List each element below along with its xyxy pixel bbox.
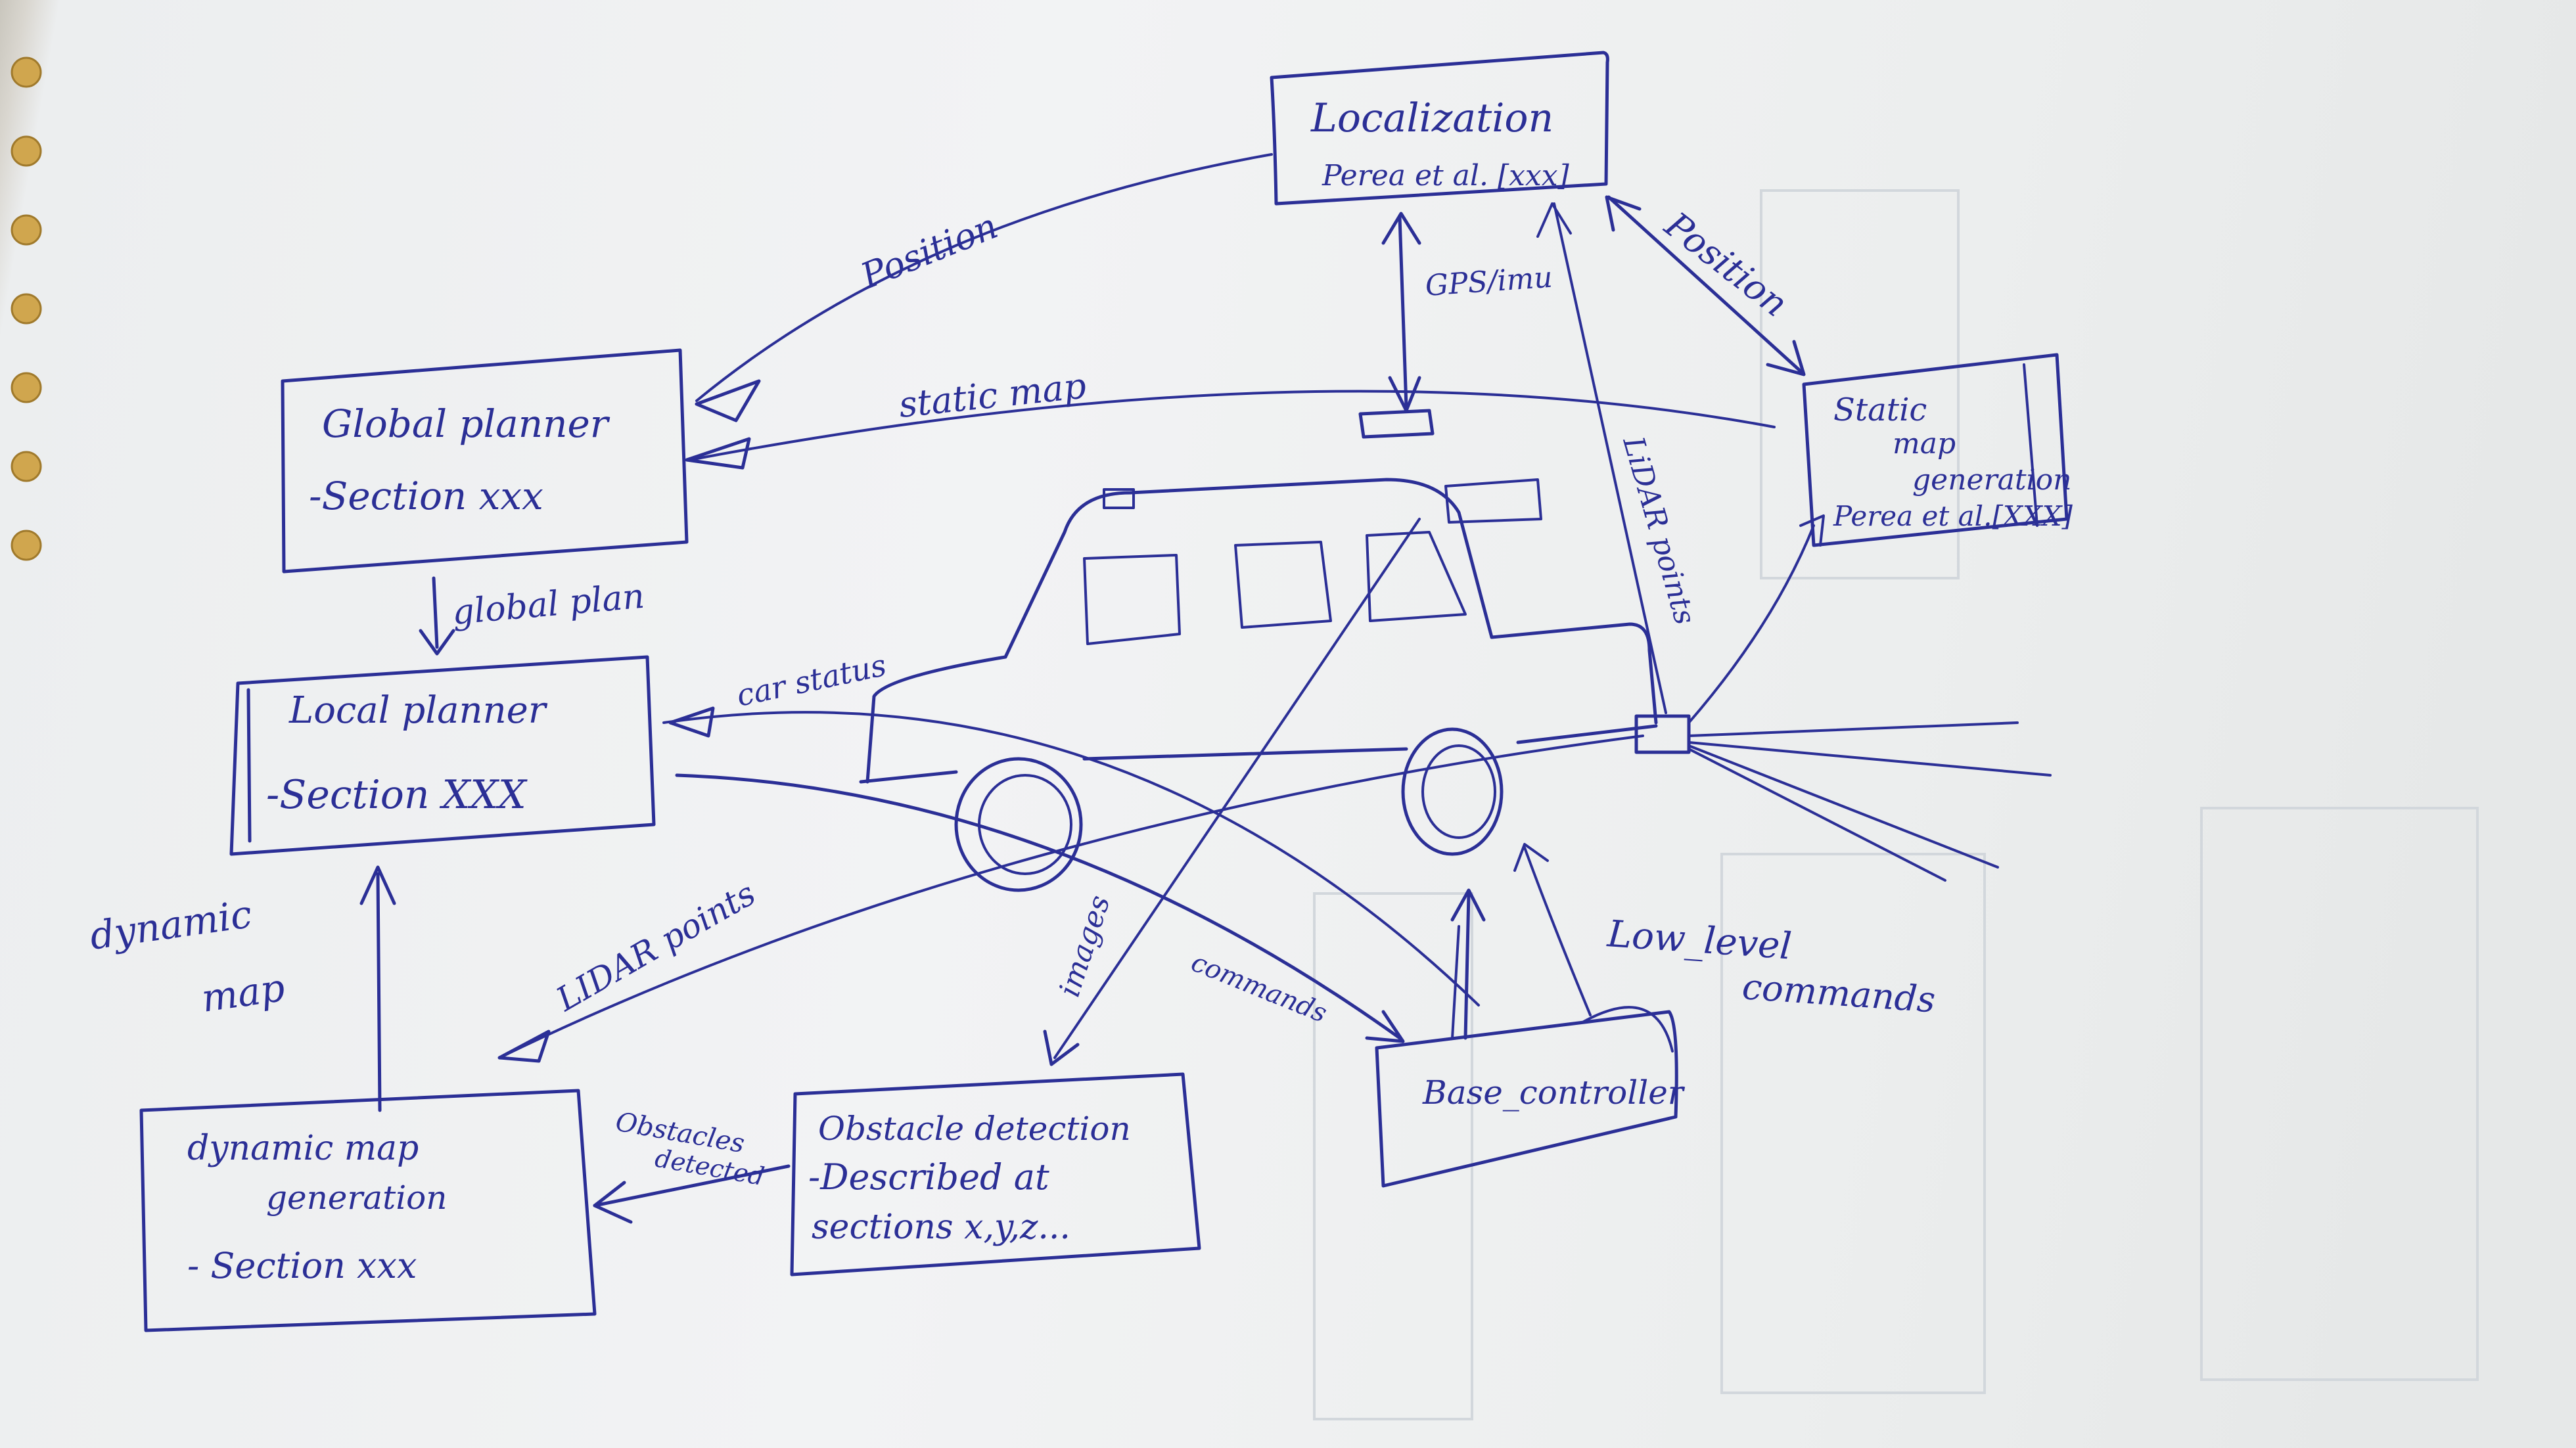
obstacle-detection-line2: -Described at [808,1156,1049,1198]
static-map-title-2: map [1893,427,1956,461]
global-plan-label: global plan [451,577,646,633]
dynamic-map-label-2: map [198,965,287,1021]
show-through-marks [1313,189,2479,1420]
obstacle-detection-title: Obstacle detection [818,1110,1131,1148]
commands-label: commands [1187,947,1331,1029]
obstacle-detection-box: Obstacle detection -Described at section… [790,1072,1201,1277]
low-level-label-2: commands [1741,966,1937,1020]
static-map-ref: Perea et al.[XXX] [1833,500,2073,532]
base-controller-title: Base_controller [1422,1074,1686,1112]
localization-box: Localization Perea et al. [xxx] [1270,51,1609,206]
edges [359,153,1825,1224]
dynamic-map-section: - Section xxx [187,1245,417,1286]
dynamic-map-generation-box: dynamic map generation - Section xxx [139,1089,597,1332]
static-map-label: static map [897,365,1088,426]
static-map-title-3: generation [1912,463,2071,497]
local-planner-title: Local planner [288,689,548,732]
global-planner-section: -Section xxx [309,474,543,518]
car-status-label: car status [733,647,889,713]
lidar-points-label-dynamic: LIDAR points [549,874,762,1019]
gps-imu-label: GPS/imu [1424,261,1553,303]
global-planner-title: Global planner [322,401,610,446]
low-level-label-1: Low_level [1605,913,1793,968]
position-label-static: Position [1657,204,1795,325]
static-map-generation-box: Static map generation Perea et al.[XXX] [1802,353,2073,547]
car-sketch [859,409,2052,892]
localization-ref: Perea et al. [xxx] [1322,159,1570,192]
images-label: images [1053,892,1117,1001]
local-planner-box: Local planner -Section XXX [229,655,656,856]
local-planner-section: -Section XXX [266,772,528,818]
localization-title: Localization [1310,95,1553,141]
dynamic-map-label-1: dynamic [87,892,254,959]
obstacle-detection-line3: sections x,y,z... [812,1208,1070,1247]
global-planner-box: Global planner -Section xxx [281,348,689,574]
spiral-binding [11,57,42,561]
static-map-title-1: Static [1833,392,1927,428]
lidar-points-label-static: LiDAR points [1616,432,1702,628]
dynamic-map-title-2: generation [266,1179,448,1217]
base-controller-box: Base_controller [1375,1006,1686,1188]
position-label-global: Position [854,205,1003,297]
dynamic-map-title-1: dynamic map [187,1129,419,1168]
